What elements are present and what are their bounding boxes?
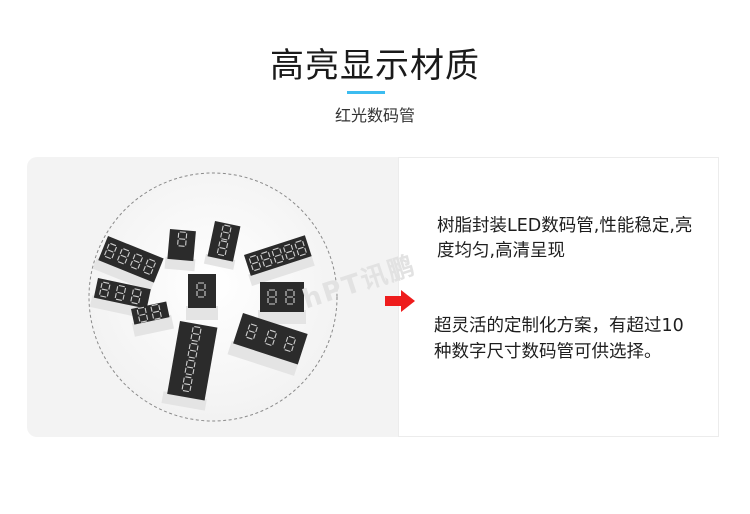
feature-description-2: 超灵活的定制化方案，有超过10种数字尺寸数码管可供选择。 [434,316,684,362]
feature-card-text-panel [398,157,719,437]
feature-description-1: 树脂封装LED数码管,性能稳定,亮度均匀,高清呈现 [437,216,693,261]
page-title: 高亮显示材质 [270,46,480,86]
title-underline [347,91,385,94]
arrow-right-icon [385,290,415,312]
page-subtitle: 红光数码管 [334,106,415,125]
led-display-illustration [88,172,338,422]
